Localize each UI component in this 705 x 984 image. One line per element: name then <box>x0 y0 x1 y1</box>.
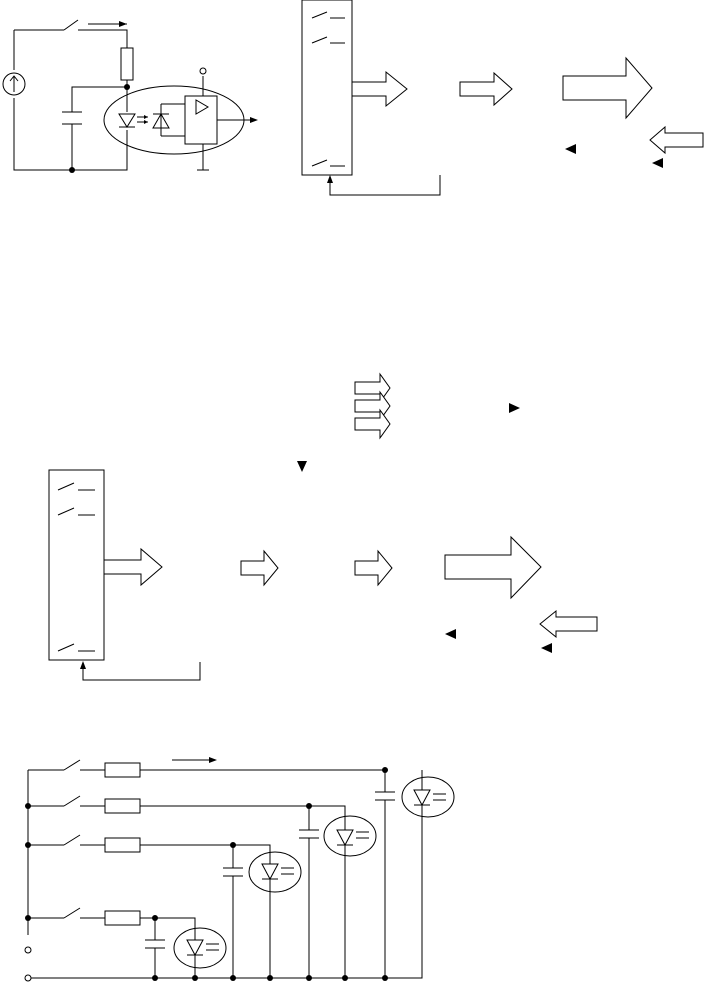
flow-arrow-2 <box>459 71 513 107</box>
flow-arrow-b2 <box>240 549 279 587</box>
row-1-resistor <box>104 762 141 778</box>
switch-3 <box>311 159 345 167</box>
feedback-wire-b <box>82 662 201 681</box>
junction <box>306 803 312 809</box>
switch-2-1 <box>57 482 95 491</box>
stage-1-led <box>413 789 431 807</box>
resistor <box>120 47 134 81</box>
junction <box>267 975 273 981</box>
junction <box>230 975 236 981</box>
feedback-arrow-head <box>327 175 333 183</box>
stage-3-led-bar <box>262 878 278 978</box>
terminal-top <box>24 946 32 954</box>
current-source-arrow <box>9 75 19 92</box>
marker-arrow-1 <box>565 144 576 154</box>
stage-3-capacitor <box>223 845 243 978</box>
stage-2-optocoupler <box>323 815 377 857</box>
left-return-wire <box>13 30 128 171</box>
switch-2-3 <box>57 643 95 652</box>
junction <box>306 975 312 981</box>
ray-head-1 <box>144 115 148 119</box>
current-source-symbol <box>2 72 26 96</box>
junction <box>342 975 348 981</box>
output-arrow-head <box>250 117 258 123</box>
return-arrow-b <box>539 609 598 639</box>
return-arrow <box>649 125 704 155</box>
optocoupler-package-outline <box>103 85 245 155</box>
capacitor-plates <box>62 111 82 125</box>
junction <box>152 915 158 921</box>
switch-2-2 <box>57 507 95 516</box>
optocoupler-input-circuit <box>2 19 258 173</box>
feedback-arrow-head-b <box>80 661 86 669</box>
stage-4-optocoupler <box>173 927 227 969</box>
flow-arrow-b1 <box>103 547 163 587</box>
stage-4-led <box>186 939 204 957</box>
row-4-wire <box>28 907 196 940</box>
stage-3-led <box>261 863 279 881</box>
switch-block-flow-bottom <box>48 372 598 681</box>
row-1-wire <box>28 759 385 771</box>
terminal-bottom <box>24 974 32 982</box>
row-2-wire <box>28 795 346 830</box>
junction <box>230 842 236 848</box>
row-3-wire <box>28 834 271 864</box>
marker-arrow-b1 <box>445 629 456 639</box>
switch-block-2 <box>48 469 105 661</box>
stage-2-capacitor <box>299 806 319 978</box>
led-triangle <box>118 113 136 128</box>
junction <box>382 975 388 981</box>
stage-2-led <box>336 829 354 847</box>
stage-1-capacitor <box>375 770 395 978</box>
junction <box>192 975 198 981</box>
stage-4-led-bar <box>187 954 203 978</box>
flow-arrow-b4-large <box>444 535 542 600</box>
top-wire-with-switch <box>14 19 128 48</box>
switch-1 <box>311 11 345 19</box>
junction <box>25 803 31 809</box>
photodiode-to-amp-wires <box>161 103 185 137</box>
marker-arrow-b2 <box>541 643 552 653</box>
stage-4-capacitor <box>145 918 165 978</box>
ground-bus <box>31 790 423 979</box>
row-3-resistor <box>104 837 141 853</box>
junction <box>25 915 31 921</box>
marker-arrow-2 <box>652 158 663 168</box>
row-2-resistor <box>104 798 141 814</box>
marker-arrow-right <box>509 403 520 413</box>
junction-dot-bottom <box>69 167 75 173</box>
switch-block-flow-top <box>301 0 704 196</box>
ray-head-2 <box>144 120 148 124</box>
capacitor-branch-wire <box>71 86 127 170</box>
flow-arrow-b3 <box>354 549 393 587</box>
switch-block <box>301 0 353 176</box>
stage-3-optocoupler <box>248 851 302 893</box>
junction <box>382 767 388 773</box>
photodiode-bar <box>153 104 169 136</box>
stage-2-led-bar <box>337 844 353 978</box>
stage-2-rays <box>356 831 369 839</box>
marker-arrow-down <box>297 461 307 472</box>
amplifier-symbol <box>195 99 209 115</box>
stage-1-optocoupler <box>401 776 455 818</box>
stage-4-rays <box>206 943 219 951</box>
junction <box>25 842 31 848</box>
row-4-resistor <box>104 910 141 926</box>
feedback-wire <box>329 175 441 196</box>
switch-2 <box>311 36 345 44</box>
stage-1-led-bar <box>414 770 430 806</box>
small-arrow-3 <box>354 408 391 440</box>
stage-1-rays <box>433 793 446 801</box>
flow-arrow-1 <box>351 70 408 108</box>
multi-channel-optocoupler-circuit <box>24 757 455 982</box>
stage-3-rays <box>281 867 294 875</box>
current-arrow-head <box>119 21 127 27</box>
row-1-arrow-head <box>209 757 217 763</box>
supply-and-ground-wires <box>197 76 209 171</box>
junction <box>152 975 158 981</box>
supply-terminal <box>199 67 207 75</box>
flow-arrow-3-large <box>562 56 653 120</box>
